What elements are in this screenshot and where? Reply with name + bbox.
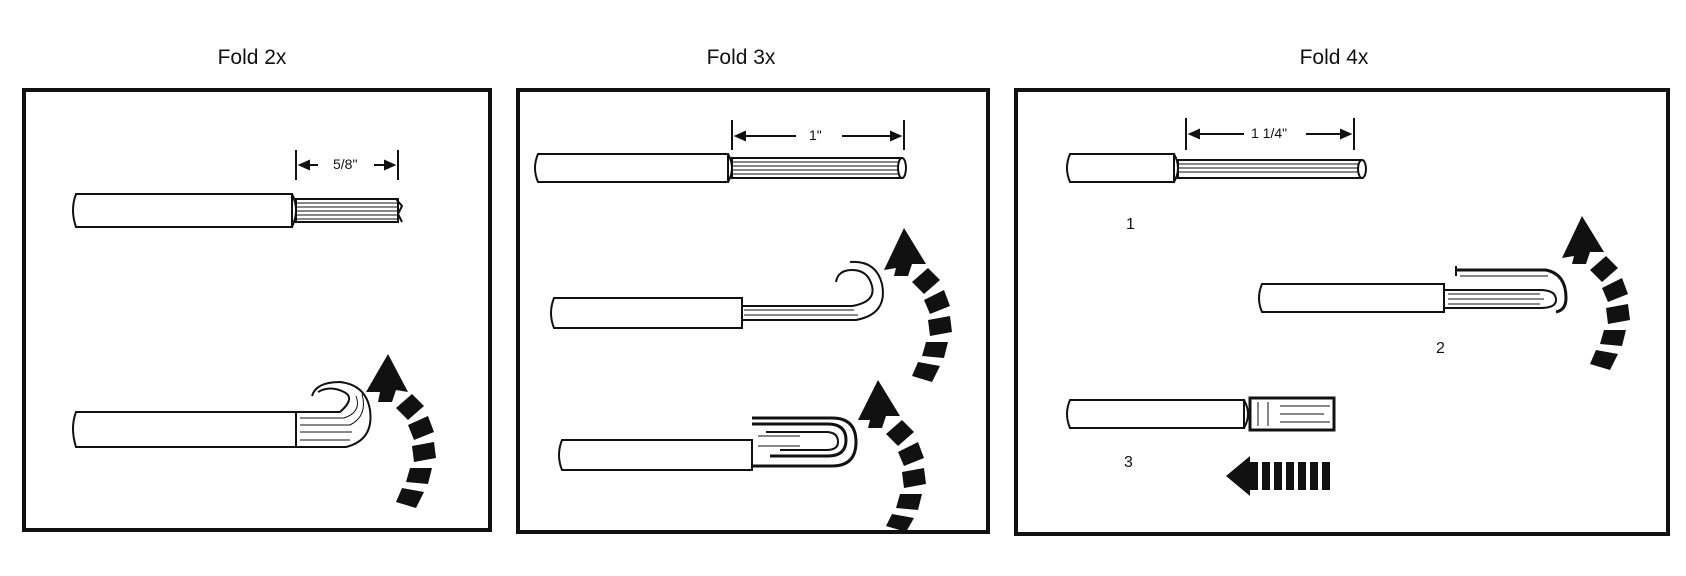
push-arrow-4x — [1226, 456, 1330, 496]
dimension-label-4x: 1 1/4" — [1248, 125, 1291, 141]
stripped-wire-2x — [72, 193, 404, 228]
step-2-label: 2 — [1436, 340, 1445, 357]
stripped-wire-3x — [534, 153, 907, 183]
dimension-marker-2x — [295, 150, 399, 180]
dimension-label-2x: 5/8" — [330, 156, 361, 172]
step-1-label: 1 — [1126, 216, 1135, 233]
fold-arrow-3x-top — [884, 228, 952, 382]
fold-arrow-2x — [366, 354, 436, 508]
folded-wire-4x-step2 — [1258, 266, 1568, 314]
folded-wire-2x — [72, 380, 372, 448]
folded-wire-4x-step3 — [1066, 396, 1336, 432]
fold-arrow-3x-bottom — [858, 380, 926, 532]
dimension-label-3x: 1" — [806, 127, 825, 143]
panel-3-title: Fold 4x — [1299, 46, 1369, 69]
panel-2-title: Fold 3x — [706, 46, 776, 69]
dimension-marker-3x — [731, 120, 905, 150]
folded-wire-3x-step2 — [558, 416, 858, 471]
stripped-wire-4x — [1066, 153, 1367, 183]
dimension-marker-4x — [1185, 118, 1355, 150]
folded-wire-3x-step1 — [550, 260, 884, 329]
panel-1-title: Fold 2x — [217, 46, 287, 69]
step-3-label: 3 — [1124, 454, 1133, 471]
fold-arrow-4x — [1562, 216, 1630, 370]
